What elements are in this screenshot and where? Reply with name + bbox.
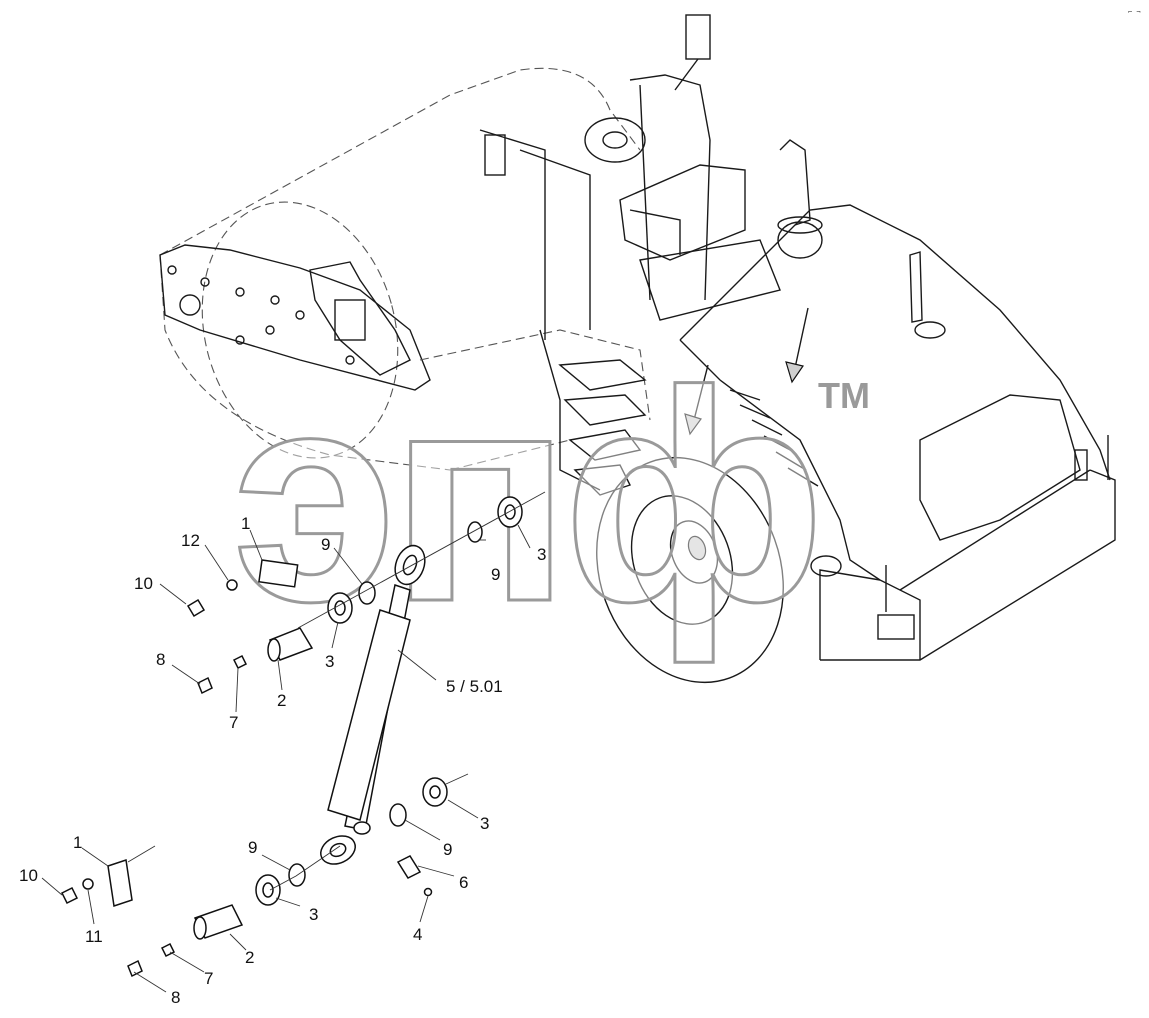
cap-8-lower <box>127 959 143 978</box>
plate-1-lower <box>107 859 133 907</box>
callout-10-upper: 10 <box>134 574 153 593</box>
callout-2-upper: 2 <box>277 691 286 710</box>
watermark-text: эпф <box>232 328 817 666</box>
bolt-10-lower <box>60 886 79 905</box>
callout-1-upper: 1 <box>241 514 250 533</box>
callout-5: 5 / 5.01 <box>446 677 503 696</box>
callout-3-lower-right: 3 <box>480 814 489 833</box>
bolt-10-upper <box>186 598 206 618</box>
callout-labels: 1 12 10 9 9 3 3 8 2 7 5 / 5.01 3 9 1 9 6… <box>19 514 546 1007</box>
callout-1-lower: 1 <box>73 833 82 852</box>
plug-4 <box>423 887 433 897</box>
washer-12 <box>226 579 238 591</box>
callout-9-lower-left: 9 <box>248 838 257 857</box>
trademark-symbol: TM <box>818 375 870 416</box>
svg-text:⌐ ¬: ⌐ ¬ <box>1128 8 1141 16</box>
callout-9-upper-right: 9 <box>491 565 500 584</box>
cap-8-upper <box>197 676 213 695</box>
callout-10-lower: 10 <box>19 866 38 885</box>
callout-8-upper: 8 <box>156 650 165 669</box>
ring-9-lower-right <box>389 803 407 827</box>
grease-nipple-7-upper <box>232 654 248 670</box>
callout-3-lower-left: 3 <box>309 905 318 924</box>
callout-2-lower: 2 <box>245 948 254 967</box>
callout-3-upper-right: 3 <box>537 545 546 564</box>
callout-8-lower: 8 <box>171 988 180 1007</box>
cylinder-tube <box>327 609 411 821</box>
fitting-6 <box>396 855 422 879</box>
plate-1-upper <box>258 559 299 588</box>
ring-9-upper-right <box>467 521 483 543</box>
callout-7-upper: 7 <box>229 713 238 732</box>
grease-nipple-7-lower <box>160 942 176 958</box>
cylinder-assembly <box>60 496 523 978</box>
callout-7-lower: 7 <box>204 969 213 988</box>
roller-machine-drawing: ⌐ ¬ <box>159 8 1141 684</box>
callout-11: 11 <box>85 927 103 946</box>
callout-12: 12 <box>181 531 200 550</box>
callout-6: 6 <box>459 873 468 892</box>
washer-11 <box>82 878 94 890</box>
callout-3-upper-left: 3 <box>325 652 334 671</box>
callout-9-lower-right: 9 <box>443 840 452 859</box>
callout-9-upper-left: 9 <box>321 535 330 554</box>
leader-lines <box>41 491 546 993</box>
watermark: эпф TM <box>231 327 870 668</box>
callout-4: 4 <box>413 925 422 944</box>
